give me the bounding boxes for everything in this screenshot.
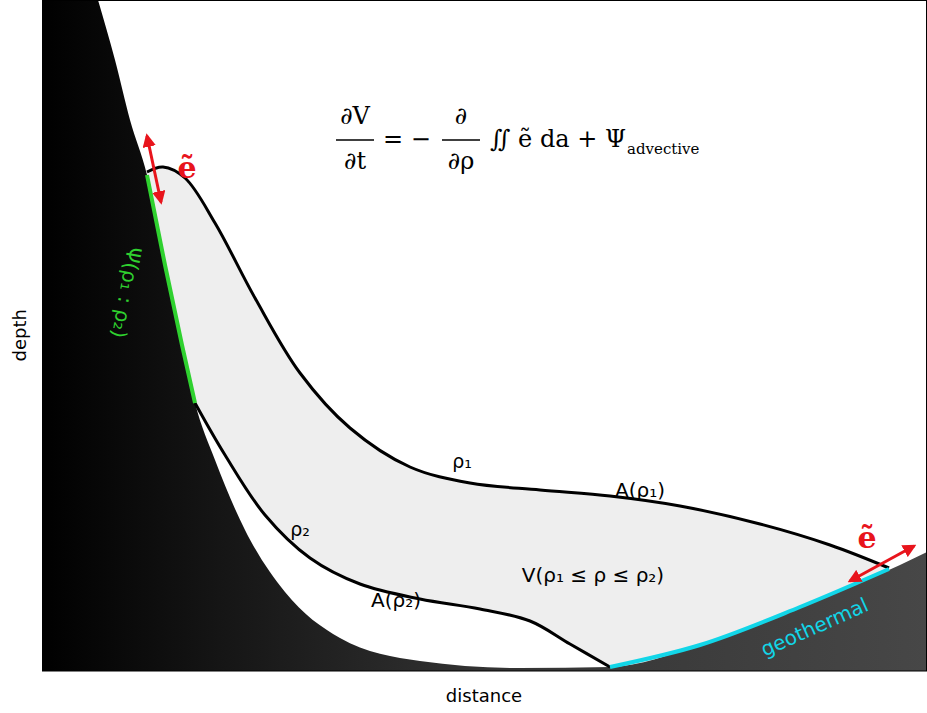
flux-label: ẽ xyxy=(857,521,876,556)
surface-label: ρ₂ xyxy=(290,519,310,541)
frame xyxy=(42,671,927,672)
frame xyxy=(42,0,43,671)
flux-segment xyxy=(147,175,195,403)
surface-label: ρ₁ xyxy=(452,451,472,473)
area-label: A(ρ₂) xyxy=(371,589,421,612)
seafloor xyxy=(42,0,927,671)
equation-term: ∂t xyxy=(344,148,366,176)
boundary-label: geothermal xyxy=(758,593,873,661)
equation-term: ∂ρ xyxy=(448,148,475,176)
flux-label: ẽ xyxy=(177,151,196,186)
frame xyxy=(926,0,927,671)
isopycnal-line xyxy=(195,403,610,667)
equation-term: ∂V xyxy=(340,103,370,131)
flux-label: Ψ(ρ₁ : ρ₂) xyxy=(107,245,146,340)
isopycnal-line xyxy=(147,167,889,568)
fraction-bar xyxy=(336,139,374,140)
frame xyxy=(42,0,927,1)
volume-label: V(ρ₁ ≤ ρ ≤ ρ₂) xyxy=(522,564,664,587)
axis-label: distance xyxy=(446,686,522,707)
equation-term: ∬ ẽ da + Ψ xyxy=(490,126,626,154)
area-label: A(ρ₁) xyxy=(615,479,665,502)
equation-subscript: advective xyxy=(627,141,699,158)
equation-term: ∂ xyxy=(455,103,467,131)
equation-term: = − xyxy=(383,126,431,154)
flux-arrow xyxy=(147,136,161,202)
axis-label: depth xyxy=(10,309,31,361)
fraction-bar xyxy=(442,139,480,140)
